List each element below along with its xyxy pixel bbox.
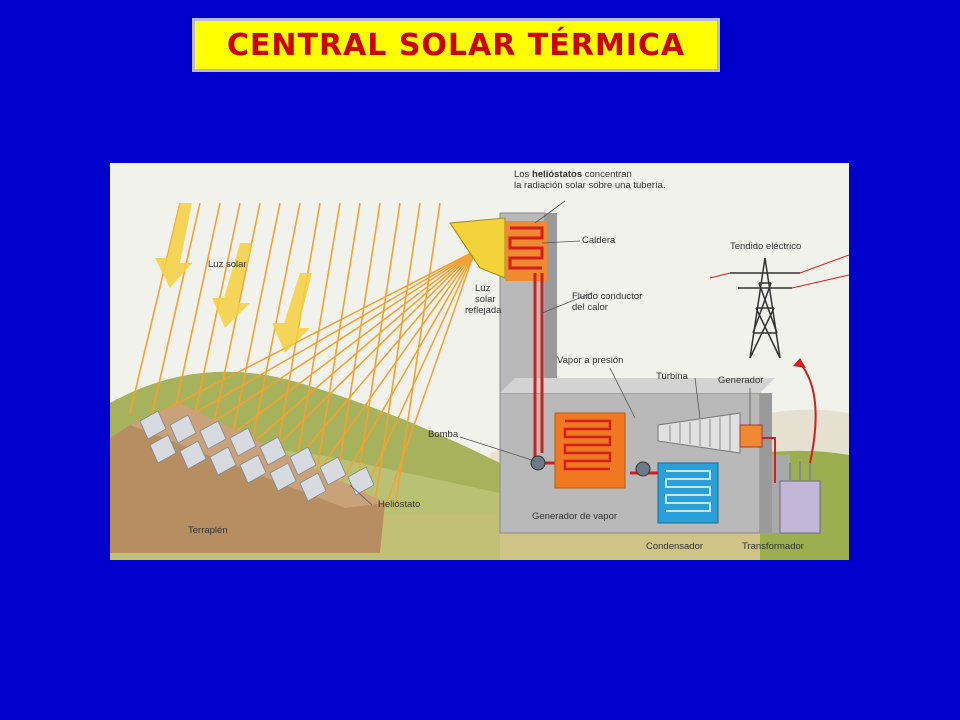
luz-reflejada-label-3: reflejada — [465, 305, 502, 316]
power-lines — [709, 254, 849, 289]
sunlight-arrows — [155, 203, 312, 353]
steam-generator-coil — [563, 419, 612, 471]
condenser — [657, 462, 719, 524]
reflected-rays — [134, 250, 476, 509]
boiler — [505, 221, 547, 281]
intro-label: Los helióstatos concentran — [514, 169, 632, 180]
boiler-coil — [508, 226, 544, 270]
condensador-label: Condensador — [646, 541, 704, 552]
caldera-label: Caldera — [582, 235, 616, 246]
leader-lines — [349, 200, 751, 506]
tendido-label: Tendido eléctrico — [730, 241, 802, 252]
terraplen-label: Terraplén — [188, 525, 228, 536]
turbina-label: Turbina — [656, 371, 688, 382]
diagram-illustration — [110, 163, 849, 560]
intro-label-line2: la radiación solar sobre una tubería. — [514, 180, 666, 191]
turbine-blades — [669, 415, 731, 451]
page-title: CENTRAL SOLAR TÉRMICA — [226, 27, 686, 63]
power-tower — [730, 257, 800, 359]
transformador-label: Transformador — [742, 541, 804, 552]
transformer-insulators — [789, 461, 811, 481]
heliostat-mirrors — [139, 410, 375, 502]
output-arrow — [799, 362, 817, 464]
title-banner: CENTRAL SOLAR TÉRMICA — [192, 18, 720, 72]
luz-reflejada-label-2: solar — [475, 294, 496, 305]
vapor-label: Vapor a presión — [557, 355, 624, 366]
generator-cable — [762, 437, 776, 483]
pump-2 — [635, 461, 651, 477]
bomba-label: Bomba — [428, 429, 459, 440]
generator — [739, 424, 763, 448]
output-arrowhead — [793, 358, 806, 368]
condenser-coil — [665, 470, 711, 512]
generador-label: Generador — [718, 375, 764, 386]
pump-1 — [530, 455, 546, 471]
fluido-label-2: del calor — [572, 302, 608, 313]
fluido-label-1: Fluido conductor — [572, 291, 643, 302]
steam-generator — [554, 412, 626, 489]
luz-solar-label: Luz solar — [208, 259, 247, 270]
solar-plant-diagram: Los helióstatos concentran la radiación … — [110, 163, 849, 560]
generador-vapor-label: Generador de vapor — [532, 511, 618, 522]
luz-reflejada-label-1: Luz — [475, 283, 491, 294]
transformer — [779, 480, 821, 534]
heliostato-label: Helióstato — [378, 499, 421, 510]
